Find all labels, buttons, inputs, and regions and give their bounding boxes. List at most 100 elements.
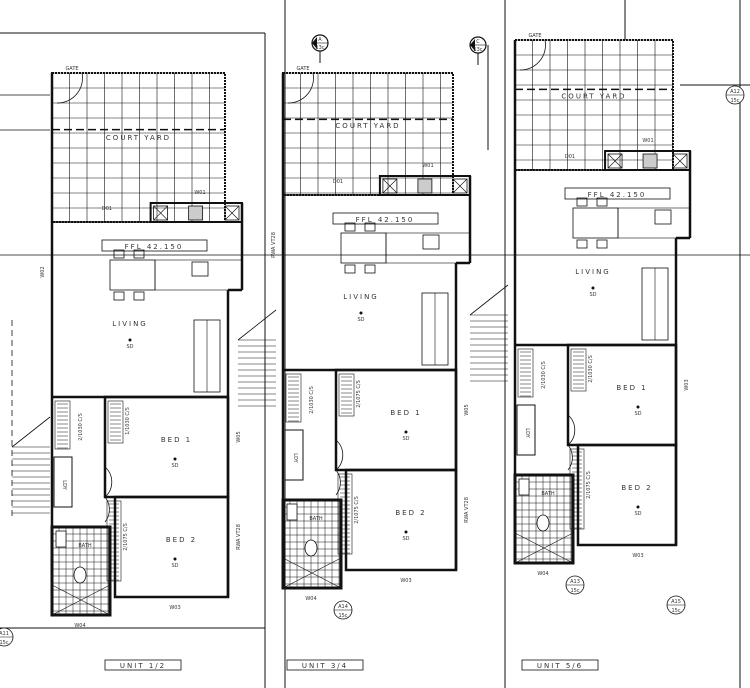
dining-table — [109, 259, 156, 291]
cupboard-icon — [452, 178, 468, 194]
laundry-label: LDY — [292, 453, 298, 463]
robe-label: 2/1075 C/S — [123, 523, 129, 551]
smoke-detector-icon — [636, 505, 640, 509]
callout-bottom: 15c — [338, 613, 347, 619]
cupboard-icon — [672, 153, 688, 169]
chair-icon — [113, 249, 125, 259]
x — [452, 178, 468, 194]
shower-x — [282, 557, 342, 589]
kitchen-island — [617, 207, 691, 239]
cooktop-icon — [642, 153, 658, 169]
cupboard-icon — [224, 205, 240, 221]
smoke-detector-icon — [636, 405, 640, 409]
section-top-label: C — [476, 39, 480, 45]
callout-top: A15 — [671, 599, 681, 605]
stair-break — [469, 284, 509, 316]
courtyard-label: COURT YARD — [561, 93, 626, 101]
robe-label: 1/1030 C/S — [125, 407, 131, 435]
bath-walls — [281, 498, 343, 590]
chair-icon — [596, 197, 608, 207]
smoke-detector-label: SD — [634, 411, 641, 417]
ffl-box — [564, 187, 671, 200]
cupboard-icon — [153, 205, 169, 221]
robe-label: 2/1030 C/S — [541, 361, 547, 389]
cooktop-icon — [417, 178, 433, 194]
bath-label: BATH — [78, 543, 92, 549]
robe-outline — [338, 373, 355, 417]
living-label: LIVING — [343, 293, 378, 301]
callout-top: A12 — [730, 89, 740, 95]
window-label-left: W02 — [40, 266, 46, 277]
robe-label: 2/1030 C/S — [78, 413, 84, 441]
kitchen-island — [385, 232, 471, 264]
robe-label: 2/1075 C/S — [354, 496, 360, 524]
bed2-label: BED 2 — [166, 536, 197, 544]
ffl-label: FFL 42.150 — [588, 191, 647, 199]
smoke-detector-label: SD — [589, 292, 596, 298]
ffl-box — [332, 212, 439, 225]
laundry — [516, 404, 536, 456]
robe-label: 2/1075 C/S — [356, 380, 362, 408]
chair-icon — [364, 222, 376, 232]
callout-bottom: 15c — [730, 98, 739, 104]
robe-outline — [570, 348, 587, 392]
smoke-detector-icon — [591, 286, 595, 290]
laundry — [53, 456, 73, 508]
robe-label: 2/1030 C/S — [309, 386, 315, 414]
gate-label: GATE — [296, 66, 309, 72]
bed1-label: BED 1 — [616, 384, 647, 392]
chair-icon — [133, 291, 145, 301]
smoke-detector-label: SD — [634, 511, 641, 517]
robe-label: 2/1030 C/S — [588, 355, 594, 383]
detail-callout: A12 15c — [725, 85, 745, 105]
section-bottom-label: 13c — [473, 47, 482, 53]
bedroom-2 — [344, 468, 458, 572]
callout-bottom: 15c — [570, 588, 579, 594]
unit-label: UNIT 3/4 — [302, 662, 348, 670]
smoke-detector-label: SD — [126, 344, 133, 350]
window-label-left: RWA VT28 — [271, 232, 277, 258]
laundry-label: LDY — [61, 480, 67, 490]
window-label-right: W05 — [464, 404, 470, 415]
chair-icon — [576, 239, 588, 249]
chair-icon — [576, 197, 588, 207]
callout-top: A11 — [0, 631, 9, 637]
laundry — [284, 429, 304, 481]
smoke-detector-label: SD — [402, 436, 409, 442]
window-label-bath: W04 — [305, 596, 316, 602]
cooktop-icon — [188, 205, 204, 221]
unit-label-box — [521, 659, 599, 671]
unit-label: UNIT 5/6 — [537, 662, 583, 670]
shower-x — [514, 532, 574, 564]
door-label: D01 — [565, 154, 575, 160]
x — [607, 153, 623, 169]
bath-walls — [513, 473, 575, 565]
x — [153, 205, 168, 221]
callout-top: A13 — [570, 579, 580, 585]
vanity-icon — [55, 530, 67, 548]
robe — [517, 348, 534, 398]
gate-swing — [519, 39, 546, 71]
bedroom-2 — [113, 495, 230, 599]
smoke-detector-label: SD — [357, 317, 364, 323]
window-label-right: W03 — [684, 379, 690, 390]
stair-break — [11, 416, 51, 448]
bed1-label: BED 1 — [161, 436, 192, 444]
smoke-detector-label: SD — [402, 536, 409, 542]
window-label-bottom: W03 — [400, 578, 411, 584]
gate-swing — [287, 72, 314, 104]
toilet-icon — [536, 514, 550, 532]
door-swing — [104, 466, 113, 523]
bath-walls — [50, 525, 112, 617]
section-marker: C 13c — [469, 36, 487, 65]
gate-label: GATE — [65, 66, 78, 72]
section-top-label: A — [318, 37, 322, 43]
smoke-detector-icon — [404, 530, 408, 534]
unit-label: UNIT 1/2 — [120, 662, 166, 670]
